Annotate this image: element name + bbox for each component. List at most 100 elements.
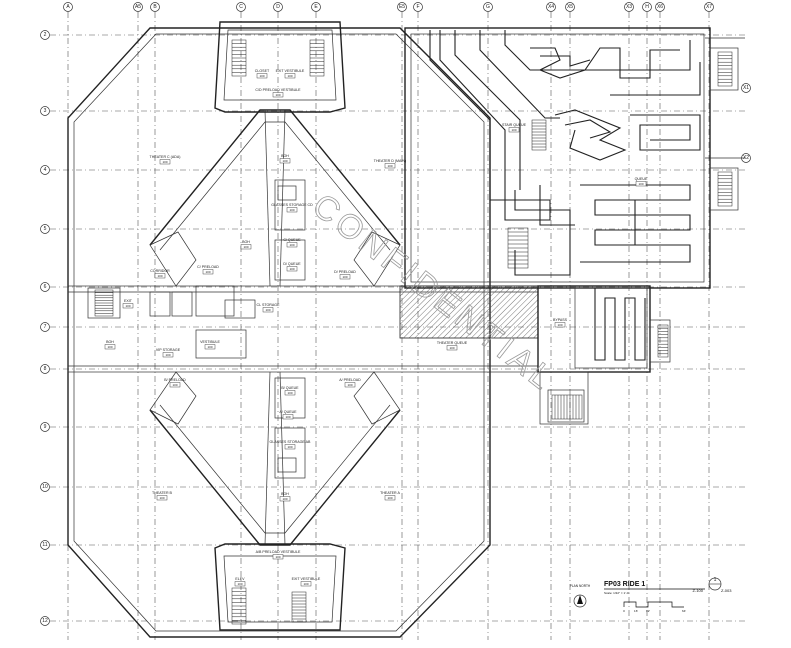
room-number: 100 <box>243 245 248 249</box>
grid-bubble-3 <box>40 106 50 116</box>
graphic-scale-bar: 0 16' 32' 64' <box>623 601 686 613</box>
sheet-ref: Z-100 <box>693 588 704 593</box>
room-label: QUEUE <box>635 177 648 181</box>
grid-label-A5: A5 <box>135 4 141 10</box>
room-label: C/ QUEUE <box>283 238 301 242</box>
grid-label-X3: X3 <box>626 4 632 10</box>
room-number: 100 <box>162 160 167 164</box>
room-number: 100 <box>275 555 280 559</box>
room-label: D/ QUEUE <box>283 262 301 266</box>
grid-bubble-A5 <box>133 2 143 12</box>
grid-bubble-A <box>63 2 73 12</box>
grid-label-4: 4 <box>44 167 47 173</box>
grid-label-X4: X4 <box>548 4 554 10</box>
drawing-title: FP03 RIDE 1 <box>604 581 645 588</box>
room-number: 100 <box>387 164 392 168</box>
room-label: VESTIBULE <box>200 340 220 344</box>
room-label: THEATER D (MAIN) <box>374 159 406 163</box>
room-number: 100 <box>289 243 294 247</box>
room-number: 100 <box>449 346 454 350</box>
room-label: EXIT VESTIBULE <box>292 577 321 581</box>
room-number: 100 <box>638 182 643 186</box>
room-label: BOH <box>106 340 114 344</box>
grid-label-9: 9 <box>44 424 47 430</box>
drawing-scale: Scale: 1/32" = 1'-0" <box>604 591 629 595</box>
room-number: 100 <box>289 267 294 271</box>
room-label: C/D PRELOAD VESTIBULE <box>255 88 301 92</box>
room-number: 100 <box>259 74 264 78</box>
north-label: PLAN NORTH <box>570 584 591 588</box>
room-label: VIP STORAGE <box>156 348 181 352</box>
room-number: 100 <box>342 275 347 279</box>
room-label: B/ PRELOAD <box>164 378 186 382</box>
room-label: A/ QUEUE <box>279 410 297 414</box>
grid-label-H: H <box>645 4 649 10</box>
grid-bubble-2 <box>40 30 50 40</box>
room-number: 100 <box>303 582 308 586</box>
hatched-bridge <box>399 285 539 339</box>
grid-bubble-X6 <box>655 2 665 12</box>
grid-label-6: 6 <box>44 284 47 290</box>
grid-label-X1: X1 <box>743 85 749 91</box>
room-label: CLOSET <box>255 69 270 73</box>
grid-bubble-11 <box>40 540 50 550</box>
scale-mark-3: 64' <box>682 609 686 613</box>
grid-bubble-12 <box>40 616 50 626</box>
grid-bubble-D <box>273 2 283 12</box>
room-label: EXIT <box>124 299 133 303</box>
room-number: 100 <box>282 497 287 501</box>
grid-label-10: 10 <box>42 484 48 490</box>
room-label: EXIT VESTIBULE <box>276 69 305 73</box>
room-theater-d: THEATER D (MAIN)100 <box>374 159 406 169</box>
room-label: ELEV <box>235 577 245 581</box>
grid-label-C: C <box>239 4 243 10</box>
grid-bubble-B <box>150 2 160 12</box>
grid-bubble-C <box>236 2 246 12</box>
room-number: 100 <box>265 308 270 312</box>
stairs <box>94 39 733 625</box>
grid-label-7: 7 <box>44 324 47 330</box>
room-number: 100 <box>165 353 170 357</box>
detail-number: 1 <box>714 577 717 583</box>
room-label: A/ PRELOAD <box>339 378 361 382</box>
room-label: BOH <box>281 492 289 496</box>
grid-bubble-10 <box>40 482 50 492</box>
room-label: BYPASS <box>553 318 568 322</box>
grid-label-8: 8 <box>44 366 47 372</box>
grid-bubble-E5 <box>397 2 407 12</box>
room-number: 100 <box>287 391 292 395</box>
grid-label-X6: X6 <box>657 4 663 10</box>
room-number: 100 <box>347 383 352 387</box>
room-label: BOH <box>281 154 289 158</box>
queue-building <box>404 27 745 425</box>
grid-label-F: F <box>416 4 419 10</box>
grid-bubble-7 <box>40 322 50 332</box>
room-number: 100 <box>205 270 210 274</box>
grid-label-E: E <box>314 4 318 10</box>
room-number: 100 <box>287 74 292 78</box>
room-number: 100 <box>172 383 177 387</box>
room-label: CORRIDOR <box>150 269 170 273</box>
grid-bubble-X3 <box>624 2 634 12</box>
